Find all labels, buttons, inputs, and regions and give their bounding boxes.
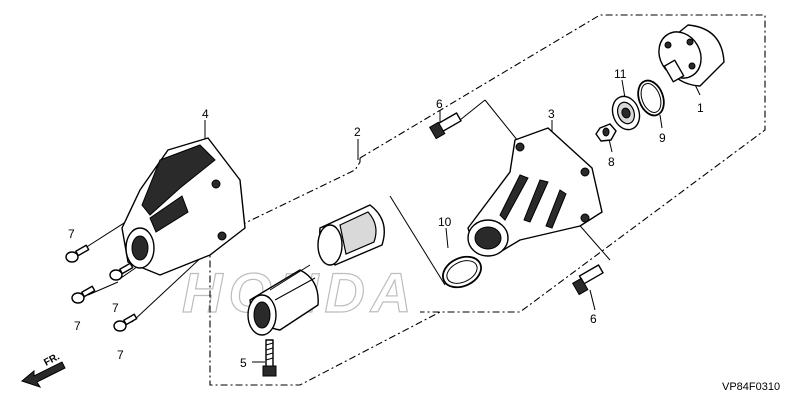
- part-5-bolt: [262, 339, 277, 377]
- callout-7-b: 7: [112, 301, 119, 315]
- assembly-boundary-gear-case: [359, 14, 766, 313]
- callout-10: 10: [438, 215, 452, 229]
- part-9-circlip: [637, 79, 665, 117]
- arrow-icon: [20, 361, 66, 388]
- diagram-code: VP84F0310: [722, 381, 780, 393]
- part-11-bearing: [611, 95, 641, 131]
- callout-6-lower: 6: [590, 312, 597, 326]
- callout-5: 5: [240, 356, 247, 370]
- callout-4: 4: [202, 107, 209, 121]
- part-4-cover: [121, 137, 246, 276]
- callout-3: 3: [548, 107, 555, 121]
- callout-7-c: 7: [74, 319, 81, 333]
- part-7-screw-a: [65, 244, 90, 263]
- part-1-clutch-drum: [658, 24, 725, 87]
- callout-8: 8: [608, 155, 615, 169]
- assembly-boundary-shaft: [209, 158, 441, 386]
- callout-2: 2: [354, 125, 361, 139]
- part-7-screw-d: [113, 313, 138, 332]
- front-direction-indicator: FR.: [20, 351, 66, 388]
- part-3-gear-case: [467, 127, 603, 257]
- callout-7-a: 7: [68, 227, 75, 241]
- part-6-bolt-lower: [571, 264, 604, 296]
- part-8-nut: [595, 123, 617, 142]
- part-10-retaining-ring: [442, 255, 482, 289]
- callout-6-upper: 6: [436, 97, 443, 111]
- callout-11: 11: [614, 67, 627, 81]
- part-7-screw-c: [71, 285, 96, 304]
- part-6-bolt-upper: [428, 112, 462, 140]
- callout-7-d: 7: [117, 348, 124, 362]
- part-2-clamp: [247, 264, 319, 336]
- part-2-liner: [317, 204, 385, 266]
- callout-1: 1: [697, 101, 704, 115]
- callout-9: 9: [659, 131, 666, 145]
- part-7-screw-b: [109, 262, 134, 281]
